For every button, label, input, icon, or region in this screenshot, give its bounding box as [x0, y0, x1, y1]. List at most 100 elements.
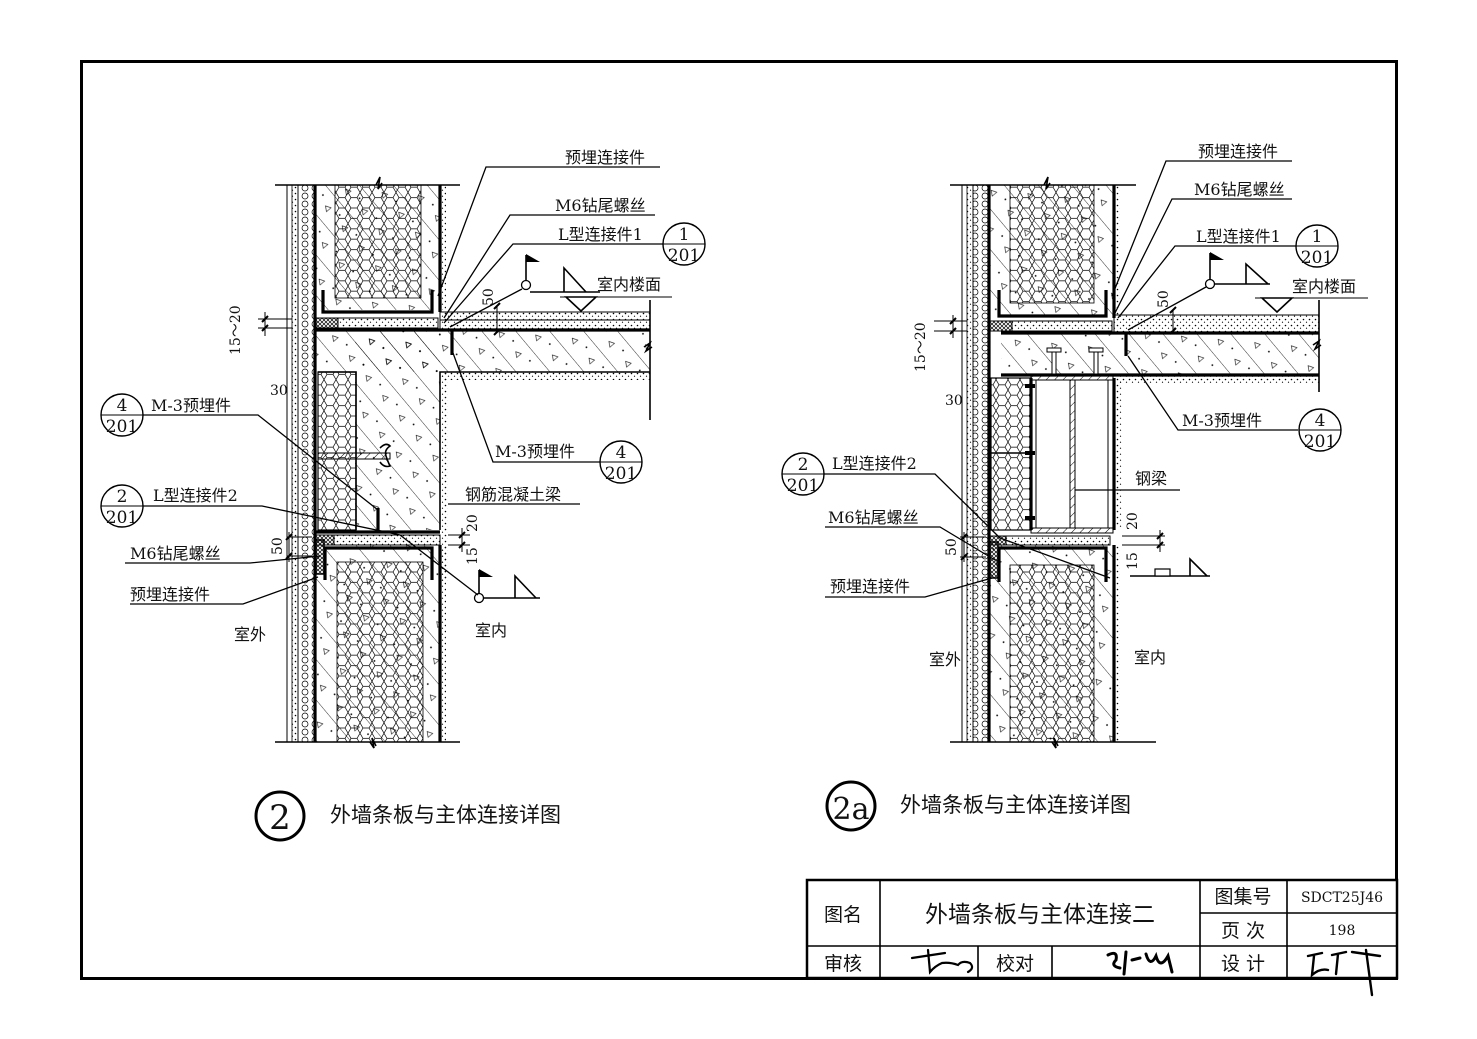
beam-fireproofing-2a: [1114, 378, 1122, 528]
ref-l1-2a-top: 1: [1312, 227, 1323, 247]
label-m6-screw-bottom-2a: M6钻尾螺丝: [828, 508, 919, 527]
label-outdoor: 室外: [234, 625, 266, 644]
label-m6-screw-bottom: M6钻尾螺丝: [130, 544, 221, 563]
top-panel-interior-finish-2a: [1115, 185, 1120, 315]
ref-l2-top: 2: [117, 487, 128, 507]
ref-m3-left-top: 4: [117, 396, 128, 416]
fasteners-2a: [1025, 384, 1035, 520]
leader-l-connector-1: [443, 243, 705, 324]
floor-slab-2a: [1001, 333, 1319, 375]
dim-gap-bottom-20: 20: [465, 514, 481, 532]
label-steel-beam: 钢梁: [1135, 469, 1167, 488]
dim-gap-bottom-20-2a: 20: [1125, 512, 1141, 530]
top-joint-mortar: [337, 317, 439, 329]
label-indoor-floor-2a: 室内楼面: [1292, 277, 1356, 296]
dim-gap-bottom-15: 15: [465, 547, 481, 565]
top-panel-connector-channel: [321, 290, 434, 314]
check-signature: [1106, 950, 1174, 976]
floor-screed-2a: [1113, 314, 1320, 334]
dimension-bottom-50: [285, 532, 312, 562]
bottom-break-symbol: [369, 737, 377, 749]
detail-2-drawing: 1 201 4 201 4 201 2 201 预埋连接件 M6钻尾螺丝 L型连…: [100, 148, 706, 749]
page-label: 页 次: [1221, 920, 1265, 942]
shear-stud-2: [1088, 347, 1104, 375]
bottom-panel-insulation-2a: [1009, 564, 1095, 743]
label-outdoor-2a: 室外: [929, 650, 961, 669]
l-connector-2-shape: [323, 546, 434, 580]
elevation-mark-beam-bottom-2a: [1130, 557, 1210, 577]
floor-screed: [439, 311, 651, 331]
dim-side-30-2a: 30: [945, 393, 963, 409]
exterior-aggregate-layer-2a: [972, 184, 989, 743]
label-m3-2a: M-3预埋件: [1182, 411, 1262, 430]
ref-l1-2a-bottom: 201: [1301, 248, 1333, 268]
top-panel-insulation-2a: [1009, 184, 1095, 304]
dimension-top-50-2a: [1169, 306, 1177, 335]
label-rc-beam: 钢筋混凝土梁: [465, 485, 561, 504]
anchor-bolt: [317, 443, 392, 468]
exterior-finish-layer-2a: [966, 184, 974, 743]
leader-floor-elevation-2a: [1127, 286, 1207, 331]
dimension-gap-top-2a: [934, 315, 967, 338]
review-label: 审核: [824, 953, 862, 975]
label-m3-right: M-3预埋件: [495, 442, 575, 461]
leader-embedded-connector-top: [437, 166, 660, 297]
top-joint-sealant: [315, 317, 339, 329]
dim-top-50-2a: 50: [1156, 290, 1172, 308]
slab-break-symbol-2a: [1312, 338, 1322, 352]
dim-bottom-50: 50: [270, 537, 286, 555]
ref-bubble-m3-left: 4 201: [100, 393, 144, 437]
top-panel-connector-channel-2a: [997, 290, 1108, 318]
bottom-joint-mortar-2a: [1005, 535, 1111, 546]
steel-beam: [1030, 374, 1114, 534]
bottom-embedded-connector: [315, 539, 325, 575]
label-indoor-floor: 室内楼面: [597, 275, 661, 294]
label-embedded-connector-bottom-2a: 预埋连接件: [830, 577, 910, 596]
bottom-joint-mortar: [333, 534, 441, 546]
label-indoor: 室内: [475, 621, 507, 640]
ref-m3-right-bottom: 201: [605, 464, 637, 484]
leader-m6-screw-top: [443, 214, 655, 319]
detail-2-caption-text: 外墙条板与主体连接详图: [330, 803, 561, 827]
dim-gap-top: 15～20: [228, 305, 244, 355]
title-name-value: 外墙条板与主体连接二: [925, 902, 1155, 928]
elevation-mark-beam-bottom: [473, 569, 540, 604]
ref-bubble-l1: 1 201: [662, 222, 706, 266]
beam-plaster-bottom: [440, 372, 650, 380]
bottom-panel-interior-finish: [441, 545, 446, 742]
title-block: 图名 外墙条板与主体连接二 图集号 SDCT25J46 页 次 198 审核 校…: [805, 878, 1399, 997]
label-indoor-2a: 室内: [1134, 648, 1166, 667]
slab-plaster-2a: [1120, 375, 1319, 383]
ref-l2-bottom: 201: [106, 508, 138, 528]
dimension-bottom-50-2a: [960, 532, 986, 562]
top-panel-interior-finish: [441, 185, 446, 310]
title-name-label: 图名: [824, 904, 862, 926]
dim-bottom-50-2a: 50: [944, 538, 960, 556]
dim-top-50: 50: [481, 288, 497, 306]
top-joint-mortar-2a: [1011, 320, 1113, 332]
ref-l1-top: 1: [679, 225, 690, 245]
ref-l2-2a-top: 2: [798, 455, 809, 475]
check-label: 校对: [996, 953, 1034, 975]
dimension-top-50: [493, 302, 501, 336]
leader-l-connector-2-2a: [822, 473, 1111, 579]
bottom-break-symbol-2a: [1051, 737, 1059, 749]
leader-l-connector-2: [143, 505, 479, 596]
slab-break-symbol: [643, 340, 653, 354]
beam-plaster-side: [440, 372, 448, 582]
design-signature: [1306, 948, 1382, 997]
detail-2a-marker: 2a: [833, 792, 870, 827]
ref-m3-right-top: 4: [616, 443, 627, 463]
top-break-symbol: [375, 176, 383, 190]
beam-insulation-2a: [990, 377, 1032, 531]
label-l-connector-1: L型连接件1: [558, 225, 643, 244]
leader-m3-2a: [1127, 355, 1298, 431]
leader-m6-screw-top-2a: [1113, 198, 1292, 316]
leader-m3-left: [143, 414, 379, 511]
bottom-panel-insulation: [336, 561, 424, 743]
ref-bubble-l2-2a: 2 201: [781, 452, 825, 496]
label-l-connector-1-2a: L型连接件1: [1196, 227, 1281, 246]
top-break-symbol-2a: [1043, 176, 1051, 190]
leader-floor-elevation: [449, 288, 523, 328]
